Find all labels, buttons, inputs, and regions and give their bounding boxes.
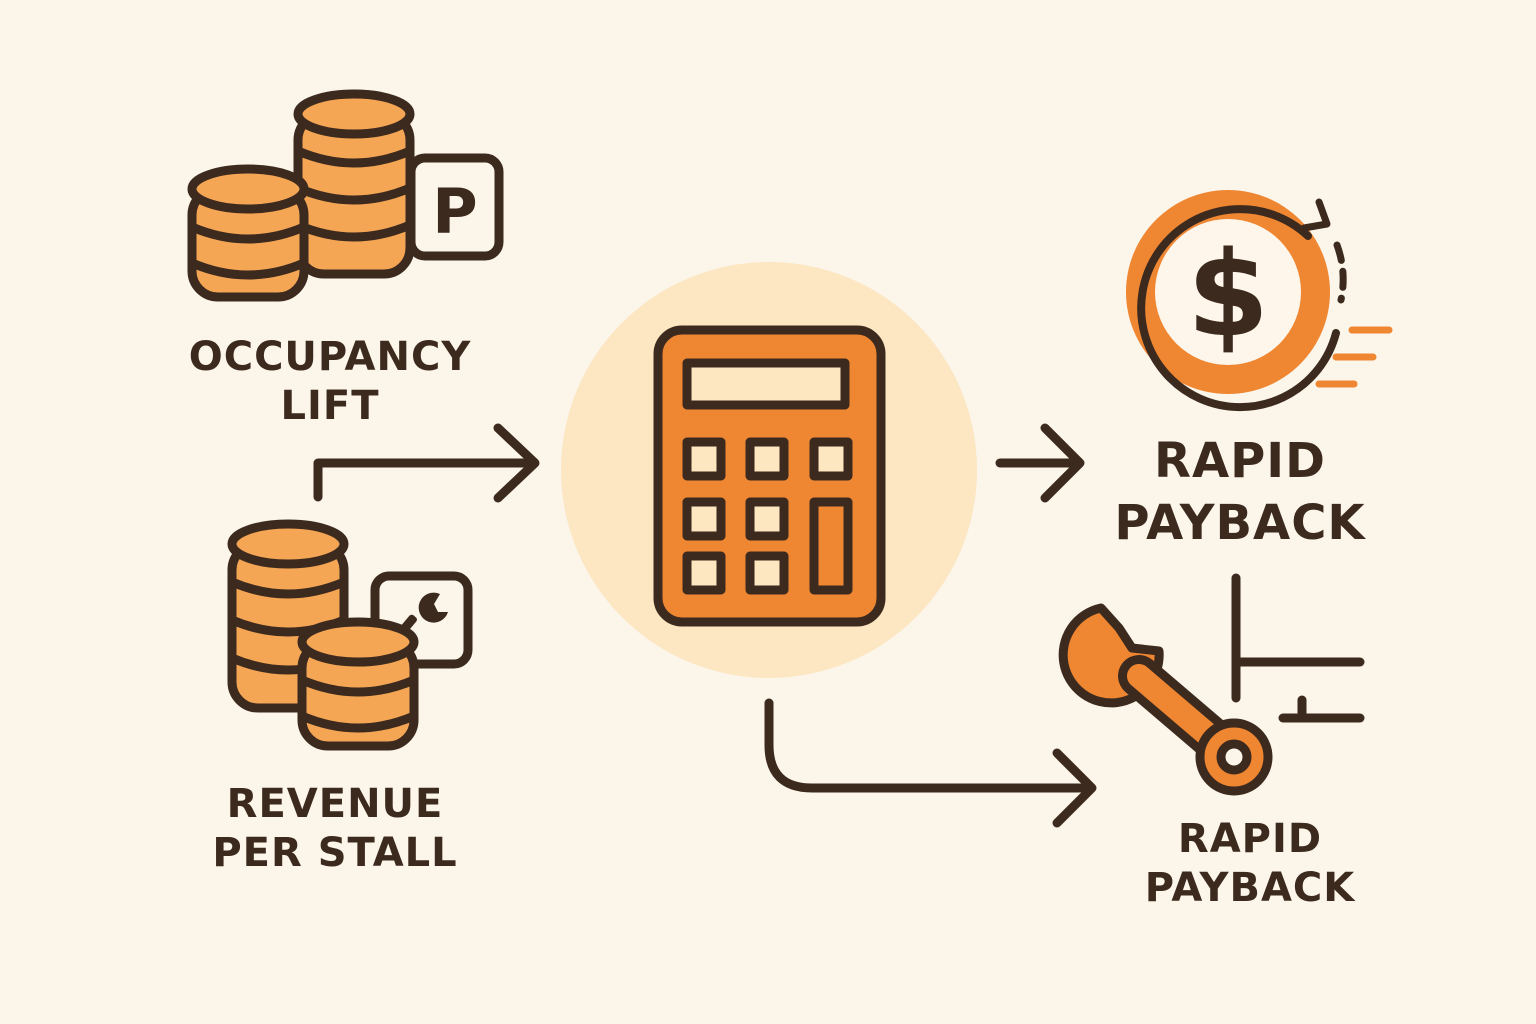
coin-stack-front bbox=[297, 617, 419, 751]
calculator-icon bbox=[653, 325, 886, 627]
occupancy-label-line2: LIFT bbox=[280, 382, 380, 429]
maintenance-label-line2: PAYBACK bbox=[1144, 864, 1356, 911]
connector-arrow-inputs bbox=[313, 423, 540, 503]
wrench-icon bbox=[1058, 603, 1273, 796]
maintenance-label-line1: RAPID bbox=[1177, 816, 1323, 862]
speed-lines bbox=[1315, 326, 1393, 388]
payback-label-line1: RAPID bbox=[1154, 433, 1326, 489]
occupancy-label-line1: OCCUPANCY bbox=[188, 334, 472, 380]
parking-badge-letter: P bbox=[432, 175, 477, 248]
parking-badge: P bbox=[406, 153, 504, 261]
coin-stack-left bbox=[187, 164, 309, 302]
revenue-per-stall-label: REVENUE PER STALL bbox=[180, 780, 490, 878]
connector-arrow-maintenance bbox=[764, 698, 1097, 828]
revenue-label-line1: REVENUE bbox=[226, 781, 444, 827]
dollar-symbol: $ bbox=[1187, 225, 1269, 363]
rapid-payback-label: RAPID PAYBACK bbox=[1080, 430, 1400, 555]
payback-label-line2: PAYBACK bbox=[1114, 495, 1366, 552]
dollar-cycle-icon: $ bbox=[1126, 190, 1393, 412]
coin-stacks-wrench-icon bbox=[227, 519, 419, 751]
connector-arrow-payback bbox=[995, 423, 1085, 503]
occupancy-lift-label: OCCUPANCY LIFT bbox=[170, 333, 490, 431]
rapid-payback-maintenance-label: RAPID PAYBACK bbox=[1100, 815, 1400, 913]
coin-stacks-parking-icon bbox=[187, 89, 415, 302]
coin-stack-right bbox=[293, 89, 415, 279]
timeline-bars-icon bbox=[1231, 573, 1365, 723]
revenue-label-line2: PER STALL bbox=[212, 829, 458, 876]
